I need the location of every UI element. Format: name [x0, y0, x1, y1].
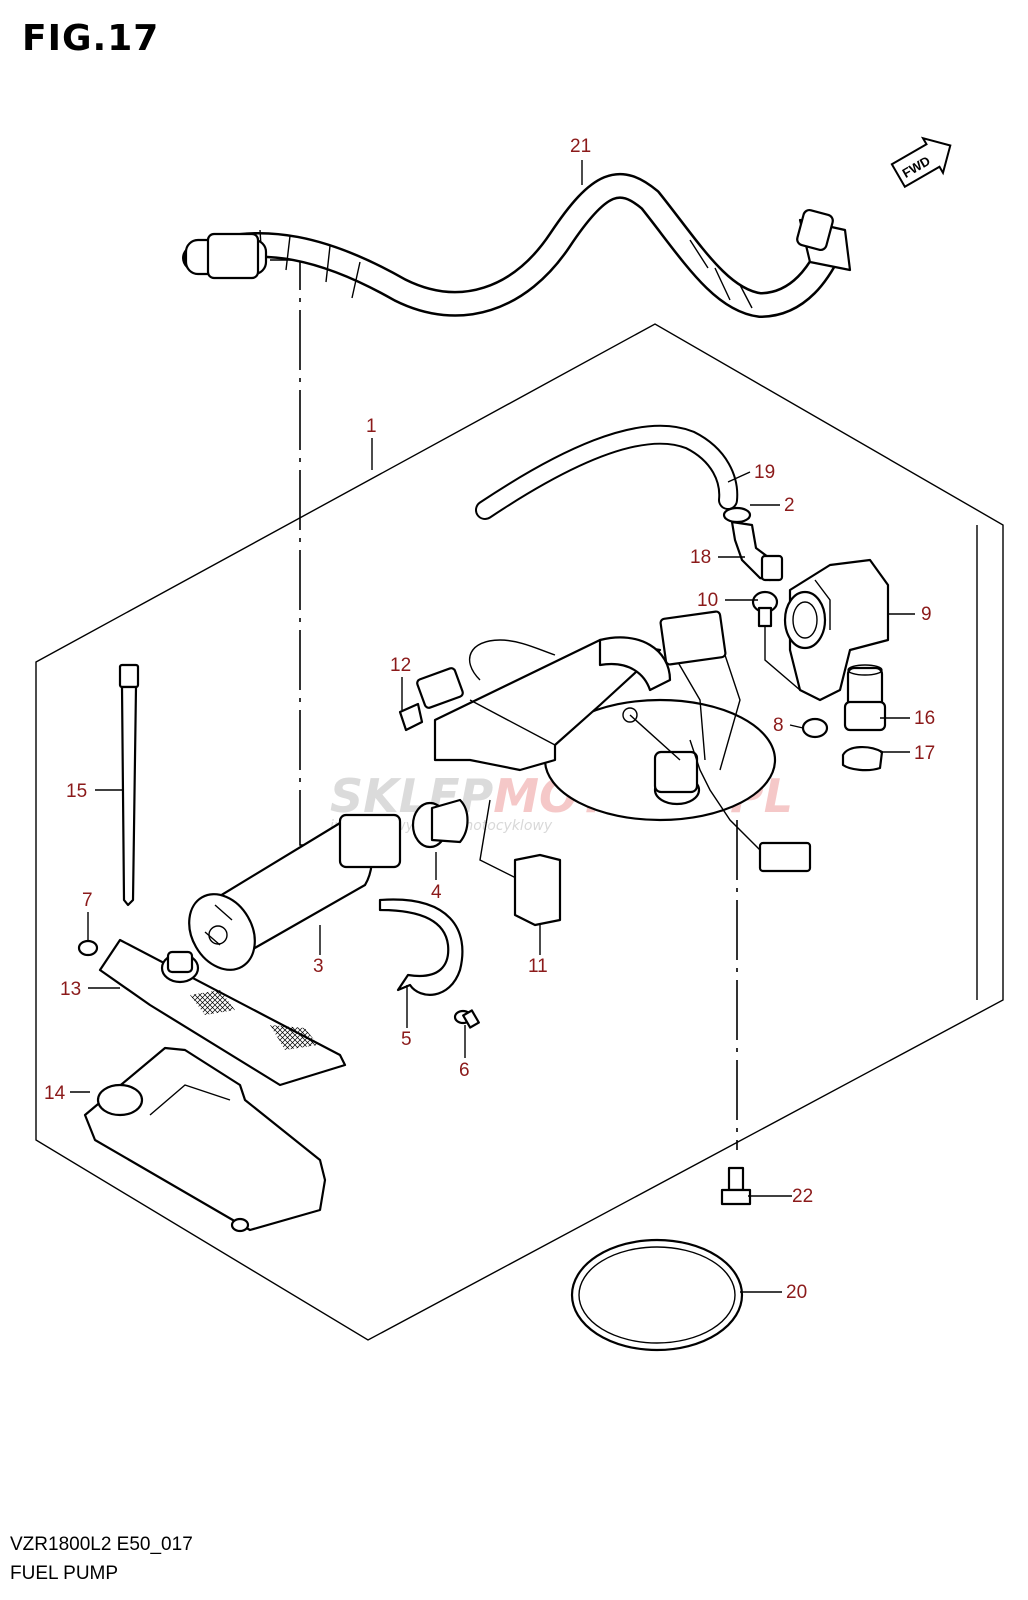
alignment-line-left — [270, 259, 330, 846]
callout-4: 4 — [431, 882, 442, 903]
figure-title: FIG.17 — [22, 18, 160, 59]
bracket-clip — [513, 853, 562, 927]
outlet-body — [783, 558, 890, 702]
callout-6: 6 — [459, 1060, 470, 1081]
pump-case — [83, 1046, 327, 1233]
o-ring — [801, 717, 829, 739]
callout-8: 8 — [773, 715, 784, 736]
callout-3: 3 — [313, 956, 324, 977]
callout-17: 17 — [914, 743, 935, 764]
callout-22: 22 — [792, 1186, 813, 1207]
figure-caption: FUEL PUMP — [10, 1563, 119, 1584]
harness-clip — [398, 702, 424, 732]
callout-1: 1 — [366, 416, 377, 437]
callout-15: 15 — [66, 781, 87, 802]
grommet — [411, 798, 469, 849]
callout-20: 20 — [786, 1282, 807, 1303]
alignment-line-nozzle — [764, 620, 801, 691]
fuel-pump — [188, 813, 402, 971]
assembly-outline — [35, 323, 1004, 1341]
fuel-hose-upper — [182, 172, 852, 318]
pump-strap — [378, 898, 464, 996]
washer — [77, 939, 99, 957]
callout-5: 5 — [401, 1029, 412, 1050]
screw — [751, 590, 779, 628]
callout-12: 12 — [390, 655, 411, 676]
fuel-filter — [98, 938, 347, 1087]
gasket — [570, 1238, 744, 1352]
bolt — [720, 1166, 752, 1206]
pump-base-assembly — [416, 610, 812, 873]
alignment-line-clip — [479, 799, 521, 881]
cable-tie — [118, 663, 140, 907]
callouts: 21 1 19 2 18 10 9 12 8 16 17 15 4 7 3 11… — [44, 136, 935, 1303]
callout-16: 16 — [914, 708, 935, 729]
callout-2: 2 — [784, 495, 795, 516]
callout-13: 13 — [60, 979, 81, 1000]
model-code: VZR1800L2 E50_017 — [10, 1534, 193, 1555]
callout-18: 18 — [690, 547, 711, 568]
callout-10: 10 — [697, 590, 718, 611]
callout-19: 19 — [754, 462, 775, 483]
hose-fitting — [730, 520, 784, 582]
callout-14: 14 — [44, 1083, 66, 1104]
direction-badge: FWD — [890, 136, 952, 189]
clamp — [722, 506, 752, 524]
valve — [843, 664, 887, 732]
retaining-clip — [841, 746, 884, 772]
callout-21: 21 — [570, 136, 591, 157]
leader-lines — [70, 160, 915, 1293]
strap-screw — [453, 1009, 480, 1029]
callout-9: 9 — [921, 604, 932, 625]
callout-7: 7 — [82, 890, 93, 911]
callout-11: 11 — [528, 956, 548, 977]
